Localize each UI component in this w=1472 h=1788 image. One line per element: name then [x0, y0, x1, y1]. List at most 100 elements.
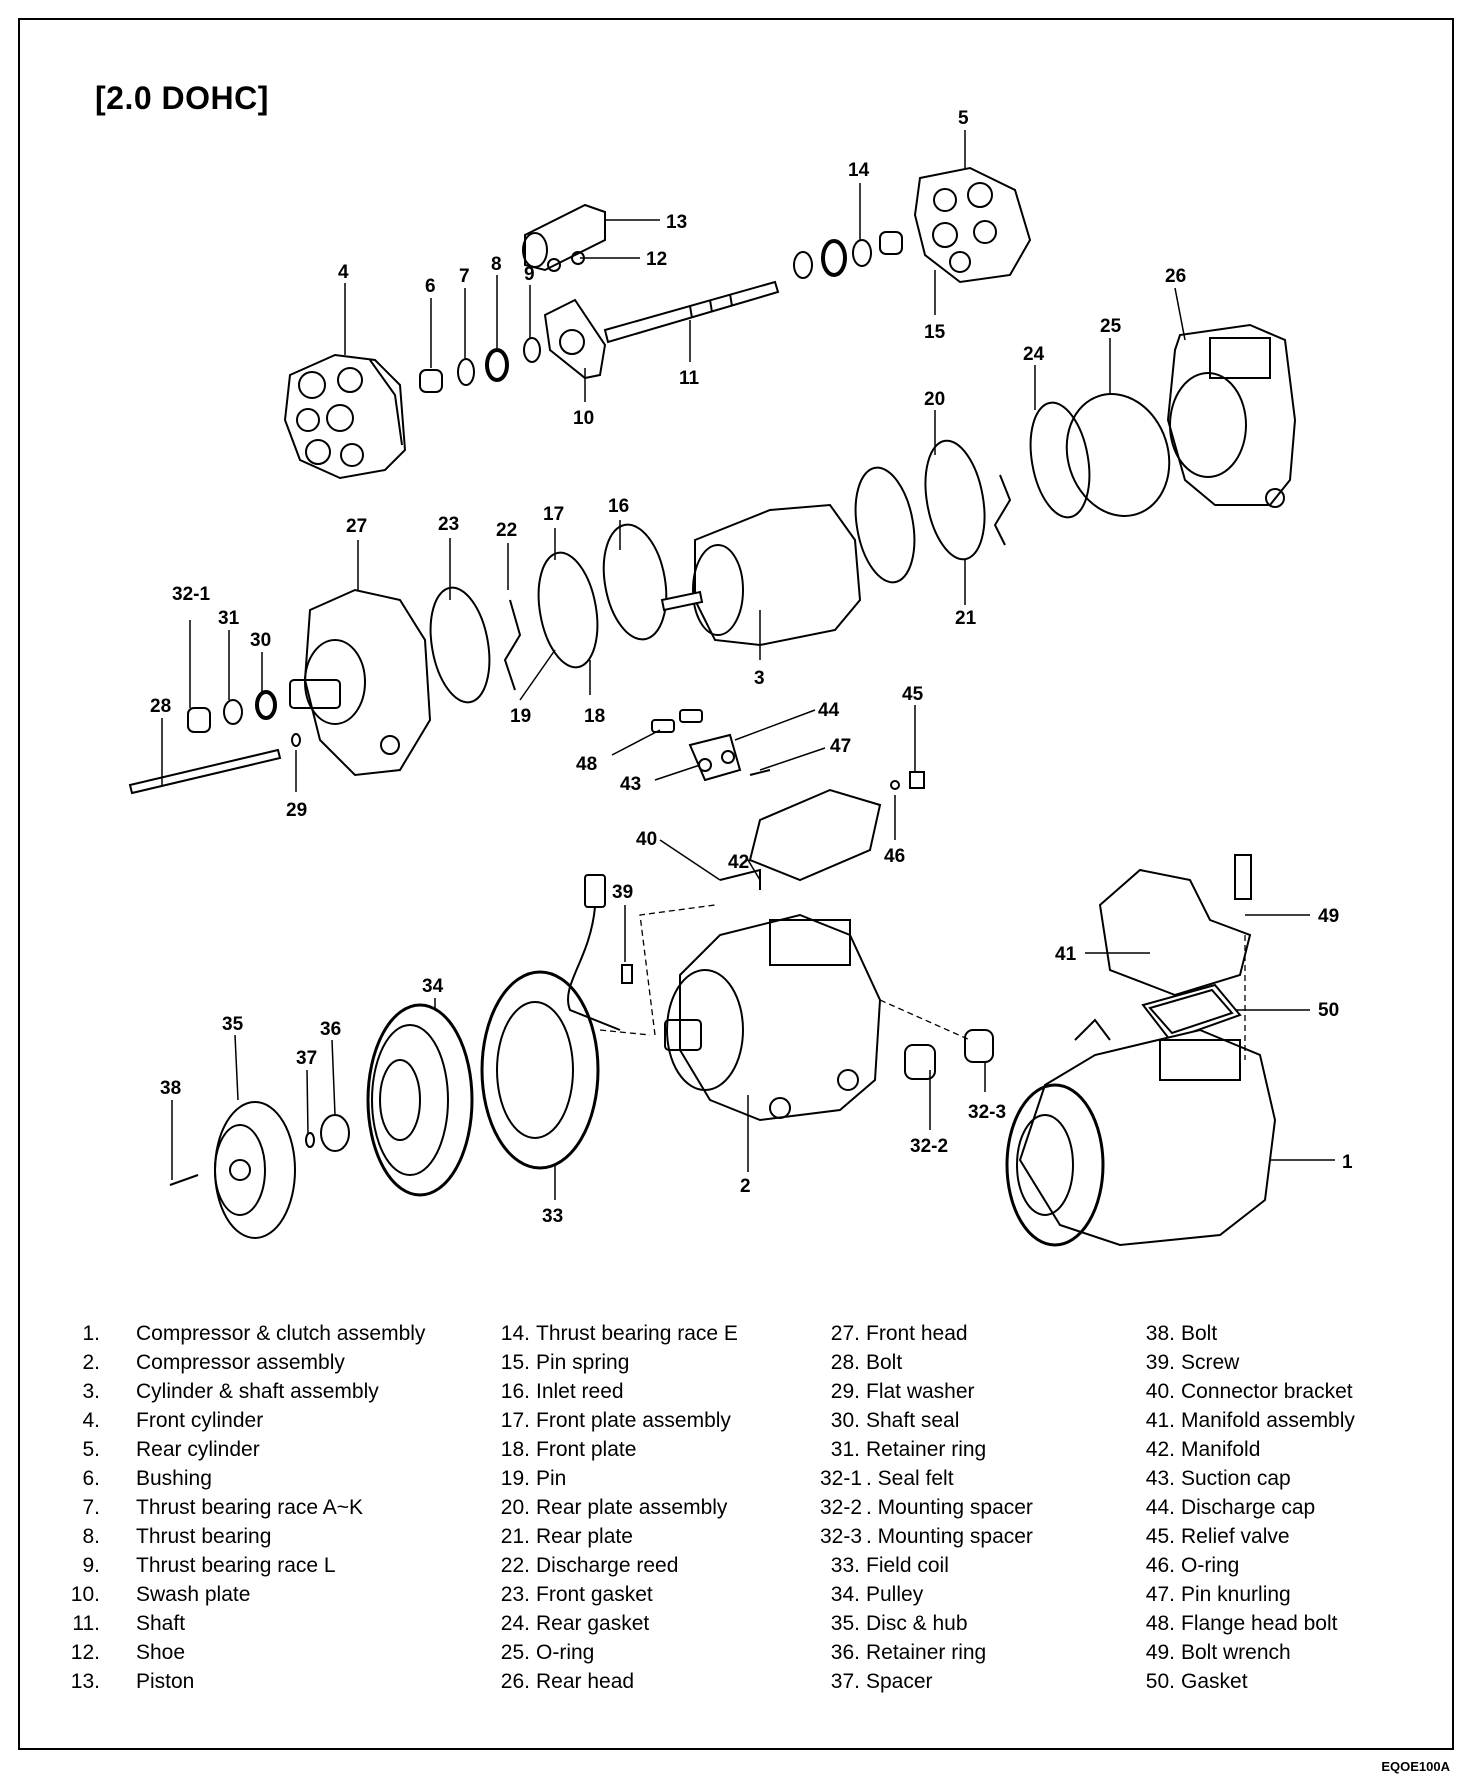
legend-item: 50.Gasket	[1135, 1670, 1355, 1699]
legend-item: 18.Front plate	[490, 1438, 738, 1467]
legend-item-number: 36.	[830, 1641, 860, 1664]
legend-item: 20.Rear plate assembly	[490, 1496, 738, 1525]
legend-item-number: 21.	[500, 1525, 530, 1548]
callout: 32-1	[172, 584, 210, 605]
legend-item-number: 26.	[500, 1670, 530, 1693]
callout: 44	[818, 700, 840, 721]
legend-item-number: 8.	[82, 1525, 100, 1548]
legend-item-label: Thrust bearing race E	[536, 1322, 738, 1345]
legend-item-label: Spacer	[866, 1670, 933, 1693]
legend-item-label: Rear plate	[536, 1525, 633, 1548]
legend-item-label: Compressor assembly	[136, 1351, 345, 1374]
legend-item-number: 15.	[500, 1351, 530, 1374]
legend-item: 6.Bushing	[50, 1467, 425, 1496]
legend-item: 9.Thrust bearing race L	[50, 1554, 425, 1583]
callout: 41	[1055, 944, 1077, 965]
callout: 38	[160, 1078, 181, 1099]
callout: 6	[425, 276, 436, 297]
callout: 25	[1100, 316, 1122, 337]
callout: 8	[491, 254, 502, 275]
part-pulley	[366, 1003, 474, 1197]
part-bushing-and-races	[419, 337, 541, 393]
legend-item-number: 11.	[72, 1612, 100, 1635]
part-retainer-ring	[320, 1114, 350, 1152]
part-front-cylinder	[283, 353, 407, 480]
callout: 39	[612, 882, 633, 903]
legend-item-label: Flange head bolt	[1181, 1612, 1338, 1635]
legend-item-number: 25.	[500, 1641, 530, 1664]
legend-item: 14.Thrust bearing race E	[490, 1322, 738, 1351]
legend-item-number: 30.	[830, 1409, 860, 1432]
legend-item: 23.Front gasket	[490, 1583, 738, 1612]
part-rear-cylinder	[913, 166, 1032, 284]
legend-item-number: 45.	[1145, 1525, 1175, 1548]
callout: 43	[620, 774, 641, 795]
legend-item-label: Rear plate assembly	[536, 1496, 728, 1519]
callout: 11	[679, 368, 700, 389]
callout: 28	[150, 696, 171, 717]
part-shaft	[603, 280, 780, 344]
callout: 42	[728, 852, 749, 873]
legend-item-number: 17.	[500, 1409, 530, 1432]
legend-item-label: Pulley	[866, 1583, 924, 1606]
legend-item: 41.Manifold assembly	[1135, 1409, 1355, 1438]
legend-item-label: Shaft	[136, 1612, 186, 1635]
legend-item-number: 6.	[82, 1467, 100, 1490]
legend-item: 46.O-ring	[1135, 1554, 1355, 1583]
legend-item: 1.Compressor & clutch assembly	[50, 1322, 425, 1351]
legend-item: 5.Rear cylinder	[50, 1438, 425, 1467]
legend-item-label: Retainer ring	[866, 1438, 987, 1461]
legend-item: 43.Suction cap	[1135, 1467, 1355, 1496]
legend-item-label: Rear gasket	[536, 1612, 650, 1635]
part-rear-plates	[854, 401, 1091, 584]
legend-item-label: Compressor & clutch assembly	[136, 1322, 426, 1345]
exploded-view-diagram: 1 2 3 4 5 6 7 8 9 10 11 12 13 14 15 16 1…	[128, 108, 1353, 1247]
legend-item-label: . Mounting spacer	[866, 1525, 1033, 1548]
legend-item-number: 4.	[82, 1409, 100, 1432]
legend-item: 21. Rear plate	[490, 1525, 738, 1554]
legend-item-label: Gasket	[1181, 1670, 1248, 1693]
legend-item: 11. Shaft	[50, 1612, 425, 1641]
legend-item: 39.Screw	[1135, 1351, 1355, 1380]
callout: 33	[542, 1206, 563, 1227]
legend-item: 10.Swash plate	[50, 1583, 425, 1612]
legend-item-label: Pin	[536, 1467, 567, 1490]
part-disc-hub	[214, 1101, 296, 1239]
legend-item: 48.Flange head bolt	[1135, 1612, 1355, 1641]
legend-item-label: Front cylinder	[136, 1409, 264, 1432]
legend-item-number: 13.	[70, 1670, 100, 1693]
legend-item-number: 5.	[82, 1438, 100, 1461]
legend-item-label: O-ring	[536, 1641, 595, 1664]
callout: 3	[754, 668, 765, 689]
legend-item-number: 12.	[70, 1641, 100, 1664]
callout: 12	[646, 249, 667, 270]
callout: 29	[286, 800, 307, 821]
legend-item: 44.Discharge cap	[1135, 1496, 1355, 1525]
legend-item: 4. Front cylinder	[50, 1409, 425, 1438]
callout: 21	[955, 608, 977, 629]
part-bolt-38	[169, 1174, 199, 1186]
legend-item-label: O-ring	[1181, 1554, 1240, 1577]
part-front-plates	[429, 523, 668, 704]
legend-item-number: 34.	[830, 1583, 860, 1606]
legend-item: 2.Compressor assembly	[50, 1351, 425, 1380]
legend-item-number: 29.	[830, 1380, 860, 1403]
legend-item-number: 38.	[1145, 1322, 1175, 1345]
legend-item-label: Front head	[866, 1322, 968, 1345]
callout: 17	[543, 504, 564, 525]
callout: 5	[958, 108, 969, 129]
legend-item: 49.Bolt wrench	[1135, 1641, 1355, 1670]
legend-item: 22.Discharge reed	[490, 1554, 738, 1583]
guide-lines	[599, 904, 1246, 1060]
legend-item-label: Thrust bearing	[136, 1525, 272, 1548]
legend-item: 47.Pin knurling	[1135, 1583, 1355, 1612]
legend-item-label: Pin spring	[536, 1351, 630, 1374]
callout: 18	[584, 706, 605, 727]
legend-item-number: 24.	[500, 1612, 530, 1635]
part-front-head	[289, 588, 432, 777]
legend-item: 42.Manifold	[1135, 1438, 1355, 1467]
callout: 22	[496, 520, 517, 541]
callout: 49	[1318, 906, 1339, 927]
